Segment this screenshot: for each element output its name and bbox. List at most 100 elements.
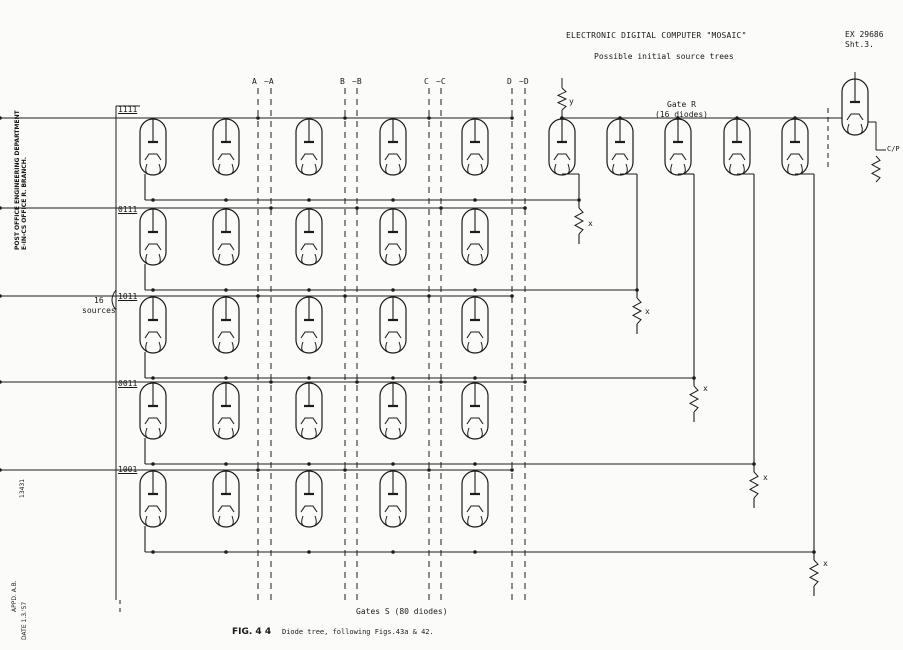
diode-tube bbox=[212, 118, 240, 176]
reference-number: EX 29686 bbox=[845, 30, 884, 39]
drawing-number: 13431 bbox=[19, 478, 26, 498]
diode-tube bbox=[212, 382, 240, 440]
row-junction bbox=[307, 550, 311, 554]
gate-r-tube bbox=[664, 118, 692, 176]
tube-envelope bbox=[139, 382, 167, 440]
tube-envelope bbox=[606, 118, 634, 176]
wire-label-a: A bbox=[252, 77, 257, 86]
tube-heater bbox=[847, 123, 863, 135]
row-junction bbox=[391, 288, 395, 292]
tube-heater bbox=[729, 163, 745, 175]
tube-envelope bbox=[461, 208, 489, 266]
tube-envelope bbox=[664, 118, 692, 176]
row-junction bbox=[391, 376, 395, 380]
diode-tube bbox=[212, 208, 240, 266]
wire-label-d: D bbox=[507, 77, 512, 86]
tube-cathode bbox=[144, 417, 162, 425]
row-junction bbox=[473, 376, 477, 380]
tube-cathode bbox=[728, 153, 746, 161]
tube-cathode bbox=[786, 153, 804, 161]
tube-envelope bbox=[781, 118, 809, 176]
row-junction bbox=[391, 550, 395, 554]
tube-cathode bbox=[384, 243, 402, 251]
wire-label-c: C bbox=[424, 77, 429, 86]
tube-heater bbox=[467, 253, 483, 265]
gate-r-junction bbox=[618, 116, 622, 120]
row-junction bbox=[151, 550, 155, 554]
diode-tube bbox=[295, 296, 323, 354]
diode-tube bbox=[139, 382, 167, 440]
tube-heater bbox=[145, 163, 161, 175]
row-junction bbox=[307, 376, 311, 380]
diode-tube bbox=[295, 470, 323, 528]
tube-envelope bbox=[139, 470, 167, 528]
gates-s-label: Gates S (80 diodes) bbox=[356, 607, 448, 616]
wire-label-not-c: ~C bbox=[436, 77, 446, 86]
tube-cathode bbox=[217, 505, 235, 513]
tube-heater bbox=[385, 515, 401, 527]
row-code-0011: 0011 bbox=[118, 379, 138, 388]
tube-envelope bbox=[379, 208, 407, 266]
tube-heater bbox=[385, 341, 401, 353]
wire-junction bbox=[510, 116, 514, 120]
wire-junction bbox=[510, 294, 514, 298]
tube-cathode bbox=[144, 505, 162, 513]
output-label: C/P bbox=[887, 145, 900, 153]
row-junction bbox=[473, 550, 477, 554]
diode-tube bbox=[139, 296, 167, 354]
tube-cathode bbox=[384, 417, 402, 425]
diode-tube bbox=[379, 382, 407, 440]
tube-envelope bbox=[461, 382, 489, 440]
gate-r-count: (16 diodes) bbox=[655, 110, 708, 119]
figure-number: FIG. 4 4 bbox=[232, 627, 272, 637]
tube-cathode bbox=[466, 153, 484, 161]
resistor-label-x4: x bbox=[763, 473, 768, 482]
resistor-label-x1: x bbox=[588, 219, 593, 228]
tube-heater bbox=[554, 163, 570, 175]
wire-junction bbox=[523, 206, 527, 210]
tube-envelope bbox=[295, 296, 323, 354]
row-junction bbox=[307, 198, 311, 202]
tube-envelope bbox=[139, 118, 167, 176]
tube-heater bbox=[218, 341, 234, 353]
tube-heater bbox=[218, 515, 234, 527]
tube-cathode bbox=[217, 243, 235, 251]
tube-envelope bbox=[379, 118, 407, 176]
tube-cathode bbox=[217, 153, 235, 161]
output-tube bbox=[841, 78, 869, 136]
gate-r-junction bbox=[735, 116, 739, 120]
diode-tube bbox=[461, 118, 489, 176]
row-junction bbox=[224, 376, 228, 380]
tube-envelope bbox=[212, 382, 240, 440]
tube-heater bbox=[145, 253, 161, 265]
tube-envelope bbox=[212, 296, 240, 354]
tube-cathode bbox=[144, 153, 162, 161]
row-junction bbox=[307, 288, 311, 292]
department-line-1: POST OFFICE ENGINEERING DEPARTMENT bbox=[14, 110, 21, 250]
wire-label-not-a: ~A bbox=[264, 77, 274, 86]
tube-envelope bbox=[295, 382, 323, 440]
tube-heater bbox=[385, 253, 401, 265]
sheet-number: Sht.3. bbox=[845, 40, 874, 49]
row-junction bbox=[151, 462, 155, 466]
tube-cathode bbox=[466, 417, 484, 425]
drawing-subtitle: Possible initial source trees bbox=[594, 52, 734, 61]
y-resistor bbox=[556, 87, 568, 111]
row-junction bbox=[391, 462, 395, 466]
diode-tube bbox=[139, 470, 167, 528]
row-junction bbox=[224, 288, 228, 292]
sources-word: sources bbox=[82, 306, 116, 315]
tube-envelope bbox=[461, 296, 489, 354]
diode-tube bbox=[139, 118, 167, 176]
tube-heater bbox=[301, 515, 317, 527]
row-junction bbox=[391, 198, 395, 202]
tube-envelope bbox=[139, 208, 167, 266]
drawing-reference: EX 29686 Sht.3. bbox=[845, 30, 884, 50]
load-resistor bbox=[631, 297, 643, 325]
wire-junction bbox=[0, 116, 2, 120]
tube-heater bbox=[467, 341, 483, 353]
load-resistor bbox=[748, 471, 760, 499]
tube-heater bbox=[787, 163, 803, 175]
tube-cathode bbox=[384, 153, 402, 161]
